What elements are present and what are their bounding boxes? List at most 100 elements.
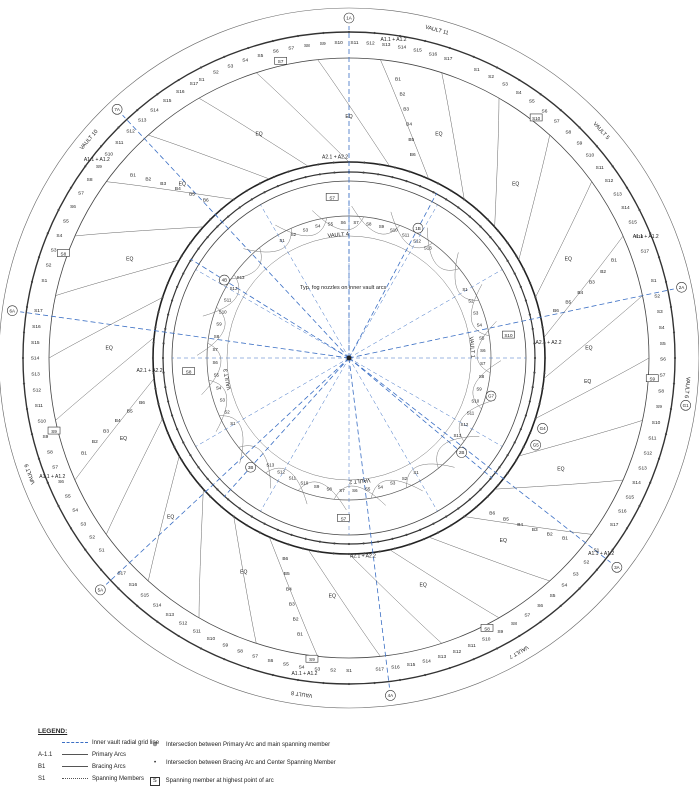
radial-spoke xyxy=(260,357,350,512)
highest-point-label: S8 xyxy=(484,626,490,631)
spanning-member-label: S12 xyxy=(413,239,421,244)
spanning-node xyxy=(657,256,661,259)
spanning-member-label: S17 xyxy=(34,308,43,314)
spanning-node xyxy=(373,681,376,685)
spanning-node xyxy=(489,236,492,239)
spanning-node xyxy=(189,241,192,244)
inner-bracing-arc xyxy=(196,306,226,356)
spanning-node xyxy=(347,542,351,546)
bracing-arc xyxy=(348,553,442,644)
spanning-member-label: S14 xyxy=(150,108,159,114)
spanning-member-label: S12 xyxy=(605,178,614,184)
spanning-node xyxy=(152,372,155,375)
spanning-node xyxy=(206,236,209,239)
spanning-node xyxy=(376,173,380,176)
legend-text: Primary Arcs xyxy=(92,752,127,758)
bracing-label: B5 xyxy=(503,517,509,523)
radial-grid-layer xyxy=(20,26,674,688)
spanning-node xyxy=(333,171,336,174)
inner-bracing-arc xyxy=(202,274,240,317)
eq-label: EQ xyxy=(420,582,427,588)
spanning-node xyxy=(333,542,336,545)
spanning-member-label: S4 xyxy=(72,508,78,514)
spanning-node xyxy=(271,39,274,43)
spanning-member-label: S7 xyxy=(524,612,530,618)
spanning-member-label: S10 xyxy=(471,399,479,404)
spanning-node xyxy=(136,604,139,607)
spanning-member-label: S14 xyxy=(31,356,40,362)
spanning-member-label: S12 xyxy=(230,286,238,291)
bracing-label: B6 xyxy=(489,510,495,516)
spanning-member-label: S13 xyxy=(438,654,447,660)
spanning-member-label: S3 xyxy=(502,82,508,88)
spanning-node xyxy=(424,39,427,43)
spanning-member-label: S16 xyxy=(176,89,185,95)
spanning-node xyxy=(296,34,300,38)
spanning-node xyxy=(176,428,179,431)
spanning-node xyxy=(533,356,537,360)
spanning-member-label: S8 xyxy=(565,129,571,135)
spanning-node xyxy=(30,433,34,436)
eq-label: EQ xyxy=(565,256,572,262)
spanning-member-label: S3 xyxy=(227,63,233,69)
spanning-member-label: S9 xyxy=(216,322,222,327)
spanning-member-label: S12 xyxy=(644,451,653,457)
bracing-label: B3 xyxy=(289,601,295,607)
vault-label: VAULT 2 xyxy=(349,477,371,485)
spanning-member-label: S15 xyxy=(413,48,422,54)
spanning-node xyxy=(156,93,159,96)
spanning-node xyxy=(578,587,581,590)
spanning-node xyxy=(189,472,192,475)
spanning-node xyxy=(472,658,475,661)
spanning-node xyxy=(322,31,325,35)
spanning-node xyxy=(519,428,522,431)
spanning-member-label: S3 xyxy=(390,481,396,486)
spanning-node xyxy=(595,145,598,148)
vault-label: VAULT 5 xyxy=(592,121,611,141)
bracing-label: B2 xyxy=(399,91,405,97)
radial-grid-line xyxy=(348,357,611,563)
bracing-label: B1 xyxy=(611,258,617,264)
spanning-node xyxy=(559,604,562,607)
grid-marker-label: G4 xyxy=(540,426,547,431)
bracing-label: B2 xyxy=(293,617,299,623)
spanning-member-label: S6 xyxy=(480,348,486,353)
spanning-member-label: S17 xyxy=(444,56,453,62)
eq-label: EQ xyxy=(126,256,133,262)
bracing-arc xyxy=(308,549,381,657)
inner-bracing-arc xyxy=(297,481,347,511)
spanning-member-label: S6 xyxy=(70,204,76,210)
spanning-node xyxy=(296,678,300,682)
spanning-member-label: S3 xyxy=(303,227,309,232)
spanning-node xyxy=(436,531,440,534)
spanning-node xyxy=(332,552,335,555)
spanning-node xyxy=(506,472,509,475)
spanning-node xyxy=(398,678,402,682)
bracing-label: B1 xyxy=(395,76,401,82)
spanning-node xyxy=(611,548,614,551)
legend-key: A-1.1 xyxy=(38,752,53,758)
spanning-node xyxy=(672,382,676,385)
radial-spoke xyxy=(260,204,350,359)
spanning-node xyxy=(391,537,394,540)
spanning-member-label: S12 xyxy=(461,422,469,427)
radial-grid-line xyxy=(348,192,438,359)
spanning-member-label: S6 xyxy=(340,220,346,225)
spanning-node xyxy=(664,433,668,436)
bracing-label: B3 xyxy=(160,181,166,187)
spanning-node xyxy=(486,218,489,221)
spanning-node xyxy=(220,207,223,211)
spanning-member-label: S9 xyxy=(96,164,102,170)
spanning-node xyxy=(167,313,170,316)
spanning-member-label: S8 xyxy=(304,43,310,49)
spanning-node xyxy=(272,175,276,179)
bracing-arc xyxy=(543,235,624,338)
spanning-node xyxy=(522,267,525,271)
spanning-node xyxy=(151,356,155,360)
bracing-arc xyxy=(428,536,550,582)
spanning-node xyxy=(152,341,155,344)
eq-label: EQ xyxy=(512,181,519,187)
spanning-member-label: S1 xyxy=(199,77,205,83)
spanning-node xyxy=(538,311,541,314)
